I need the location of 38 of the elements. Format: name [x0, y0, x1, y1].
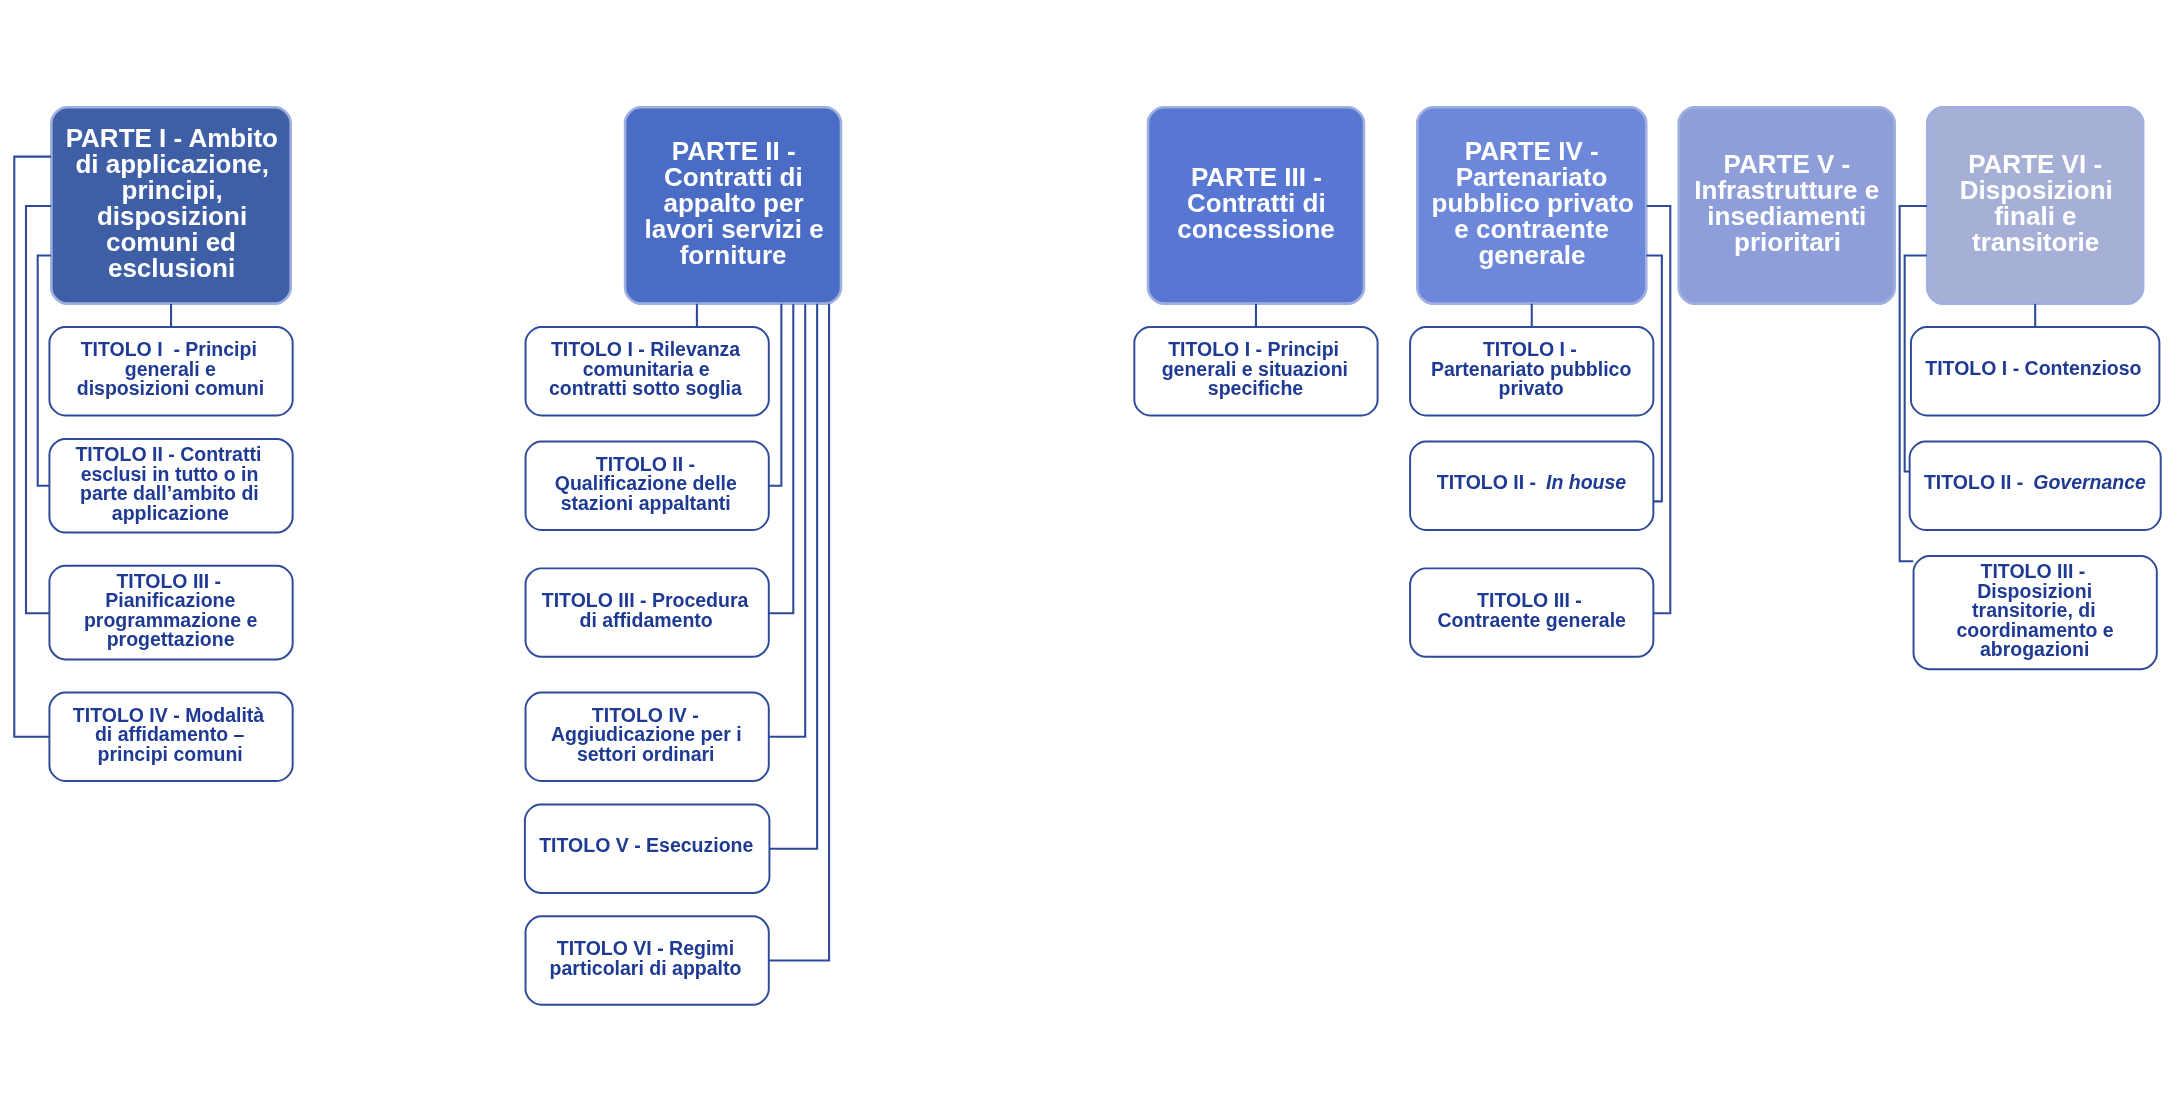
connector	[24, 204, 52, 614]
node-box: TITOLO V - Esecuzione	[523, 803, 771, 894]
connector	[36, 253, 51, 487]
connector	[1903, 253, 1927, 472]
node-box: PARTE I - Ambito di applicazione, principi, disposizioni comuni ed esclusioni	[50, 105, 293, 305]
node-box: TITOLO I - Contenzioso	[1909, 325, 2161, 416]
connector	[769, 303, 783, 487]
node-box: TITOLO III - Disposizioni transitorie, di coordinamento e abrogazioni	[1912, 554, 2158, 670]
node-box: TITOLO VI - Regimi particolari di appalto	[524, 914, 770, 1006]
connector	[768, 303, 795, 614]
connector	[13, 155, 52, 738]
node-box: TITOLO II - Contratti esclusi in tutto o in parte dall’ambito di applicazione	[48, 437, 294, 534]
node-box: TITOLO III - Pianificazione programmazione e progettazione	[48, 564, 294, 660]
node-box: TITOLO IV - Aggiudicazione per i settori ordinari	[524, 691, 770, 782]
node-box: TITOLO III - Procedura di affidamento	[524, 566, 770, 658]
node-box: TITOLO II - Governance	[1908, 440, 2162, 531]
node-box: PARTE III - Contratti di concessione	[1146, 105, 1366, 305]
connector	[1254, 303, 1257, 327]
node-box: TITOLO I - Partenariato pubblico privato	[1409, 325, 1655, 416]
connector	[2034, 303, 2037, 327]
node-box: TITOLO III - Contraente generale	[1409, 566, 1655, 658]
node-box: TITOLO I - Principi generali e disposizioni comuni	[48, 325, 294, 416]
connector	[768, 303, 807, 738]
node-box: PARTE II - Contratti di appalto per lavori servizi e forniture	[623, 105, 843, 305]
connector	[1530, 303, 1533, 327]
node-box: TITOLO IV - Modalità di affidamento – principi comuni	[48, 691, 294, 782]
node-box: PARTE IV - Partenariato pubblico privato e contraente generale	[1415, 105, 1648, 305]
connector	[769, 303, 831, 962]
node-box: TITOLO I - Rilevanza comunitaria e contratti sotto soglia	[524, 325, 770, 416]
node-box: TITOLO II - In house	[1409, 440, 1655, 531]
node-box: TITOLO II - Qualificazione delle stazioni appaltanti	[524, 440, 770, 531]
connector	[1646, 253, 1663, 502]
connector	[695, 303, 698, 327]
connector	[170, 303, 173, 327]
connector	[769, 303, 819, 850]
node-box: TITOLO I - Principi generali e situazioni specifiche	[1133, 325, 1379, 416]
node-box: PARTE VI - Disposizioni finali e transitorie	[1925, 105, 2145, 305]
node-box: PARTE V - Infrastrutture e insediamenti prioritari	[1677, 105, 1896, 305]
